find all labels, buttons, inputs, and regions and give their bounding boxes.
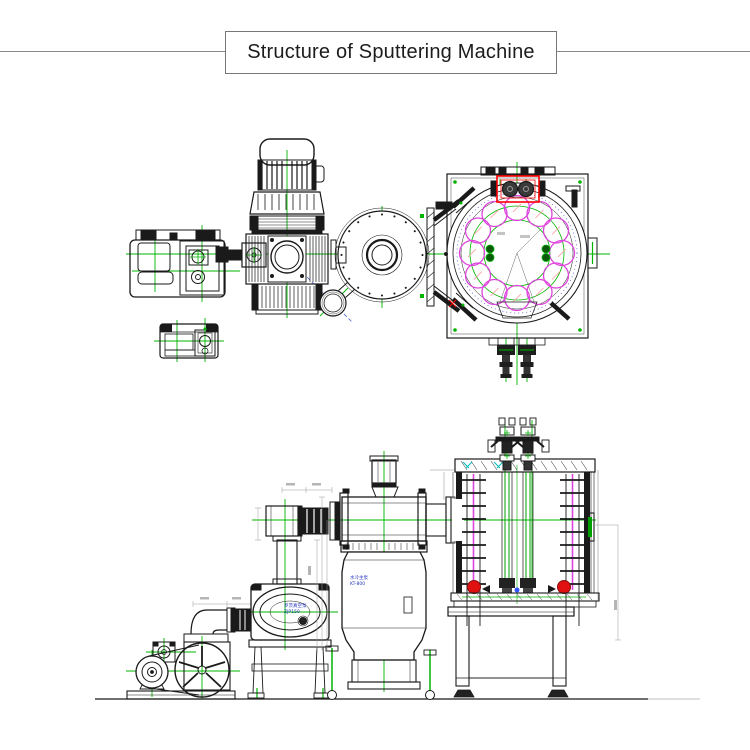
alignment-marks bbox=[462, 461, 504, 469]
title-box: Structure of Sputtering Machine bbox=[225, 31, 557, 74]
substrate-rack-right bbox=[560, 474, 584, 626]
frame-bolts bbox=[453, 180, 582, 332]
bolt-circle bbox=[456, 192, 578, 314]
pump-legs bbox=[325, 645, 437, 700]
rack-drive-wheels bbox=[467, 580, 571, 594]
mechanical-pump-top-view bbox=[129, 229, 226, 298]
sputtering-chamber-top-view bbox=[444, 166, 598, 378]
motor-bell-reducer bbox=[249, 191, 325, 215]
diffusion-pump-label-line1: 水冷主泵 bbox=[350, 574, 368, 581]
rotation-hub-pins bbox=[485, 244, 551, 262]
target-posts bbox=[499, 472, 536, 593]
foreline-port bbox=[319, 282, 355, 317]
substrate-holder-circles bbox=[458, 194, 576, 312]
roots-pump-label-line2: ZJP150 bbox=[284, 609, 300, 615]
fore-pipe bbox=[272, 535, 302, 585]
cathode-feedthrough-right bbox=[511, 417, 545, 471]
roots-blower-body-top-view bbox=[245, 215, 329, 315]
exhaust-elbow bbox=[190, 607, 252, 635]
side-view-drawing: 罗茨真空泵 ZJP150 bbox=[95, 417, 700, 700]
roots-pump-assembly-top-view bbox=[245, 138, 329, 315]
pump-barrel bbox=[341, 551, 427, 661]
top-view-drawing bbox=[126, 138, 610, 385]
belt-flywheel bbox=[174, 642, 230, 698]
high-vacuum-valve bbox=[255, 455, 456, 550]
diffusion-pump-label-line2: KT-800 bbox=[350, 581, 365, 587]
diffusion-pump-side-view: 水冷主泵 KT-800 bbox=[308, 496, 437, 700]
corner-clamps bbox=[448, 185, 581, 322]
door-latch-side-view bbox=[585, 512, 595, 542]
cathode-feedthrough-left bbox=[490, 417, 524, 471]
page-title: Structure of Sputtering Machine bbox=[247, 41, 535, 63]
auxiliary-pump-top-view bbox=[159, 323, 219, 359]
motor bbox=[257, 138, 325, 191]
substrate-rack-left bbox=[462, 474, 486, 626]
chamber-stand bbox=[447, 606, 575, 698]
vacuum-chamber-side-view bbox=[430, 417, 621, 698]
valve-dimension bbox=[255, 483, 333, 541]
bottom-valves-top-view bbox=[488, 337, 546, 378]
chamber-bottom-plate bbox=[450, 592, 600, 608]
door-latch-top-view bbox=[587, 237, 598, 269]
roots-pump-label-line1: 罗茨真空泵 bbox=[284, 602, 307, 609]
pneumatic-actuator bbox=[369, 455, 399, 498]
side-inlet-stub bbox=[330, 239, 347, 270]
cathode-target-box bbox=[480, 166, 556, 203]
chamber-height-dimension bbox=[594, 524, 621, 641]
elbow-dimension bbox=[192, 597, 252, 607]
motor-pulley bbox=[135, 655, 169, 690]
roots-blower-stand bbox=[247, 639, 332, 699]
rotary-vane-pump bbox=[126, 597, 252, 700]
door-wedge bbox=[496, 301, 538, 319]
roots-blower-side-view: 罗茨真空泵 ZJP150 bbox=[247, 535, 332, 699]
barrel-dimension bbox=[308, 496, 328, 650]
diffusion-pump-top-view bbox=[319, 199, 461, 317]
